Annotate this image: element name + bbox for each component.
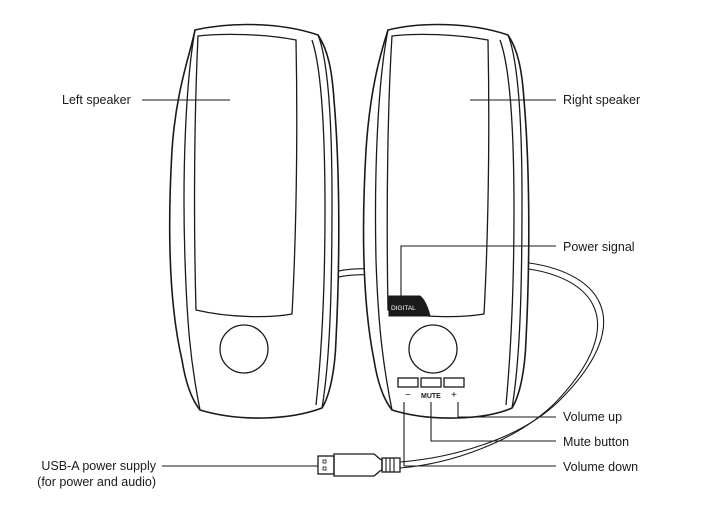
left-speaker-front-panel: [193, 33, 298, 318]
power-signal-badge: [388, 295, 431, 317]
volume-down-button[interactable]: [397, 377, 419, 388]
usb-cable-upper: [399, 261, 604, 463]
volume-up-label: Volume up: [563, 410, 623, 424]
volume-down-symbol: −: [405, 390, 411, 401]
mute-button[interactable]: [420, 377, 442, 388]
callout-power-signal: [400, 245, 556, 300]
usb-plug-housing: [333, 453, 383, 477]
right-speaker: DIGITAL − MUTE +: [362, 23, 530, 419]
left-speaker: [168, 23, 340, 419]
usb-strain-relief: [381, 457, 401, 473]
volume-up-symbol: +: [451, 390, 457, 401]
mute-symbol-text: MUTE: [421, 393, 441, 400]
usb-power-supply-sublabel: (for power and audio): [37, 475, 156, 489]
digital-badge-text: DIGITAL: [391, 305, 416, 312]
callout-volume-up: [457, 402, 556, 418]
volume-down-label: Volume down: [563, 460, 639, 474]
mute-button-label: Mute button: [563, 435, 630, 449]
usb-connector-metal: [317, 455, 335, 475]
right-speaker-side-edge: [507, 34, 523, 409]
right-speaker-label: Right speaker: [563, 93, 641, 107]
usb-plug: [317, 453, 401, 477]
callout-mute-button: [430, 402, 556, 442]
right-speaker-side-inner: [499, 39, 515, 406]
right-speaker-woofer: [408, 324, 458, 374]
left-speaker-front-left-edge: [183, 29, 201, 411]
left-speaker-label: Left speaker: [62, 93, 131, 107]
right-speaker-front-left-edge: [374, 29, 393, 411]
power-signal-label: Power signal: [563, 240, 635, 254]
callout-volume-down: [403, 402, 556, 467]
usb-cable-lower: [399, 267, 599, 469]
right-speaker-front-panel: [386, 33, 490, 318]
volume-up-button[interactable]: [443, 377, 465, 388]
usb-connector-hole-2: [322, 466, 327, 471]
usb-power-supply-label: USB-A power supply: [41, 459, 156, 473]
right-speaker-body: [362, 23, 530, 419]
left-speaker-side-inner: [311, 39, 326, 406]
usb-connector-hole-1: [322, 459, 327, 464]
left-speaker-woofer: [219, 324, 269, 374]
left-speaker-side-edge: [317, 34, 333, 409]
